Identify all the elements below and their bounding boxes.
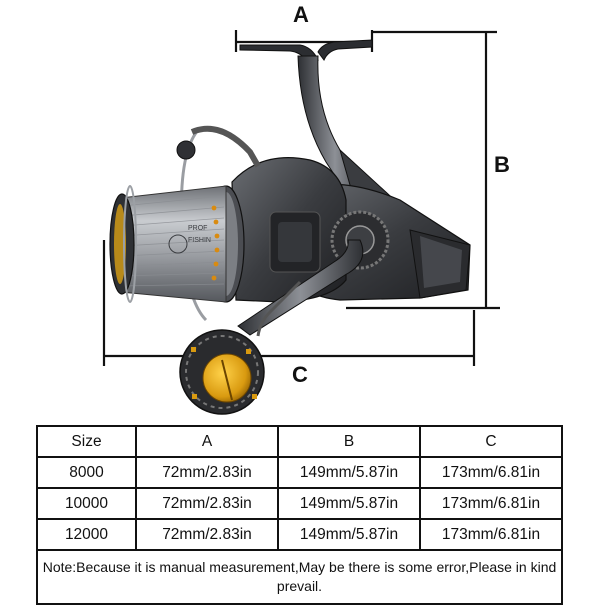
size-spec-table: Size A B C 8000 72mm/2.83in 149mm/5.87in… (36, 425, 563, 605)
cell-size: 10000 (36, 487, 137, 520)
cell-size: 12000 (36, 518, 137, 551)
cell-b: 149mm/5.87in (277, 456, 421, 489)
measurement-note: Note:Because it is manual measurement,Ma… (36, 549, 563, 605)
header-a: A (135, 425, 279, 458)
spool-logo: PROF FISHIN (168, 225, 211, 254)
cell-a: 72mm/2.83in (135, 487, 279, 520)
dimension-b (346, 30, 500, 310)
reel-dimension-diagram: A B C (102, 2, 510, 415)
header-b: B (277, 425, 421, 458)
table-row: 8000 72mm/2.83in 149mm/5.87in 173mm/6.81… (36, 456, 563, 489)
cell-a: 72mm/2.83in (135, 456, 279, 489)
cell-c: 173mm/6.81in (419, 456, 563, 489)
dimension-c (102, 240, 476, 366)
table-note-row: Note:Because it is manual measurement,Ma… (36, 549, 563, 605)
cell-size: 8000 (36, 456, 137, 489)
cell-a: 72mm/2.83in (135, 518, 279, 551)
dimension-a-label: A (293, 2, 309, 27)
svg-text:PROF: PROF (188, 225, 207, 232)
cell-b: 149mm/5.87in (277, 518, 421, 551)
cell-b: 149mm/5.87in (277, 487, 421, 520)
svg-text:FISHIN: FISHIN (188, 237, 211, 244)
fishing-reel: PROF FISHIN (109, 39, 471, 415)
dimension-c-label: C (292, 362, 308, 387)
cell-c: 173mm/6.81in (419, 518, 563, 551)
table-row: 10000 72mm/2.83in 149mm/5.87in 173mm/6.8… (36, 487, 563, 520)
cell-c: 173mm/6.81in (419, 487, 563, 520)
header-size: Size (36, 425, 137, 458)
header-c: C (419, 425, 563, 458)
dimension-b-label: B (494, 152, 510, 177)
table-row: 12000 72mm/2.83in 149mm/5.87in 173mm/6.8… (36, 518, 563, 551)
table-header-row: Size A B C (36, 425, 563, 458)
